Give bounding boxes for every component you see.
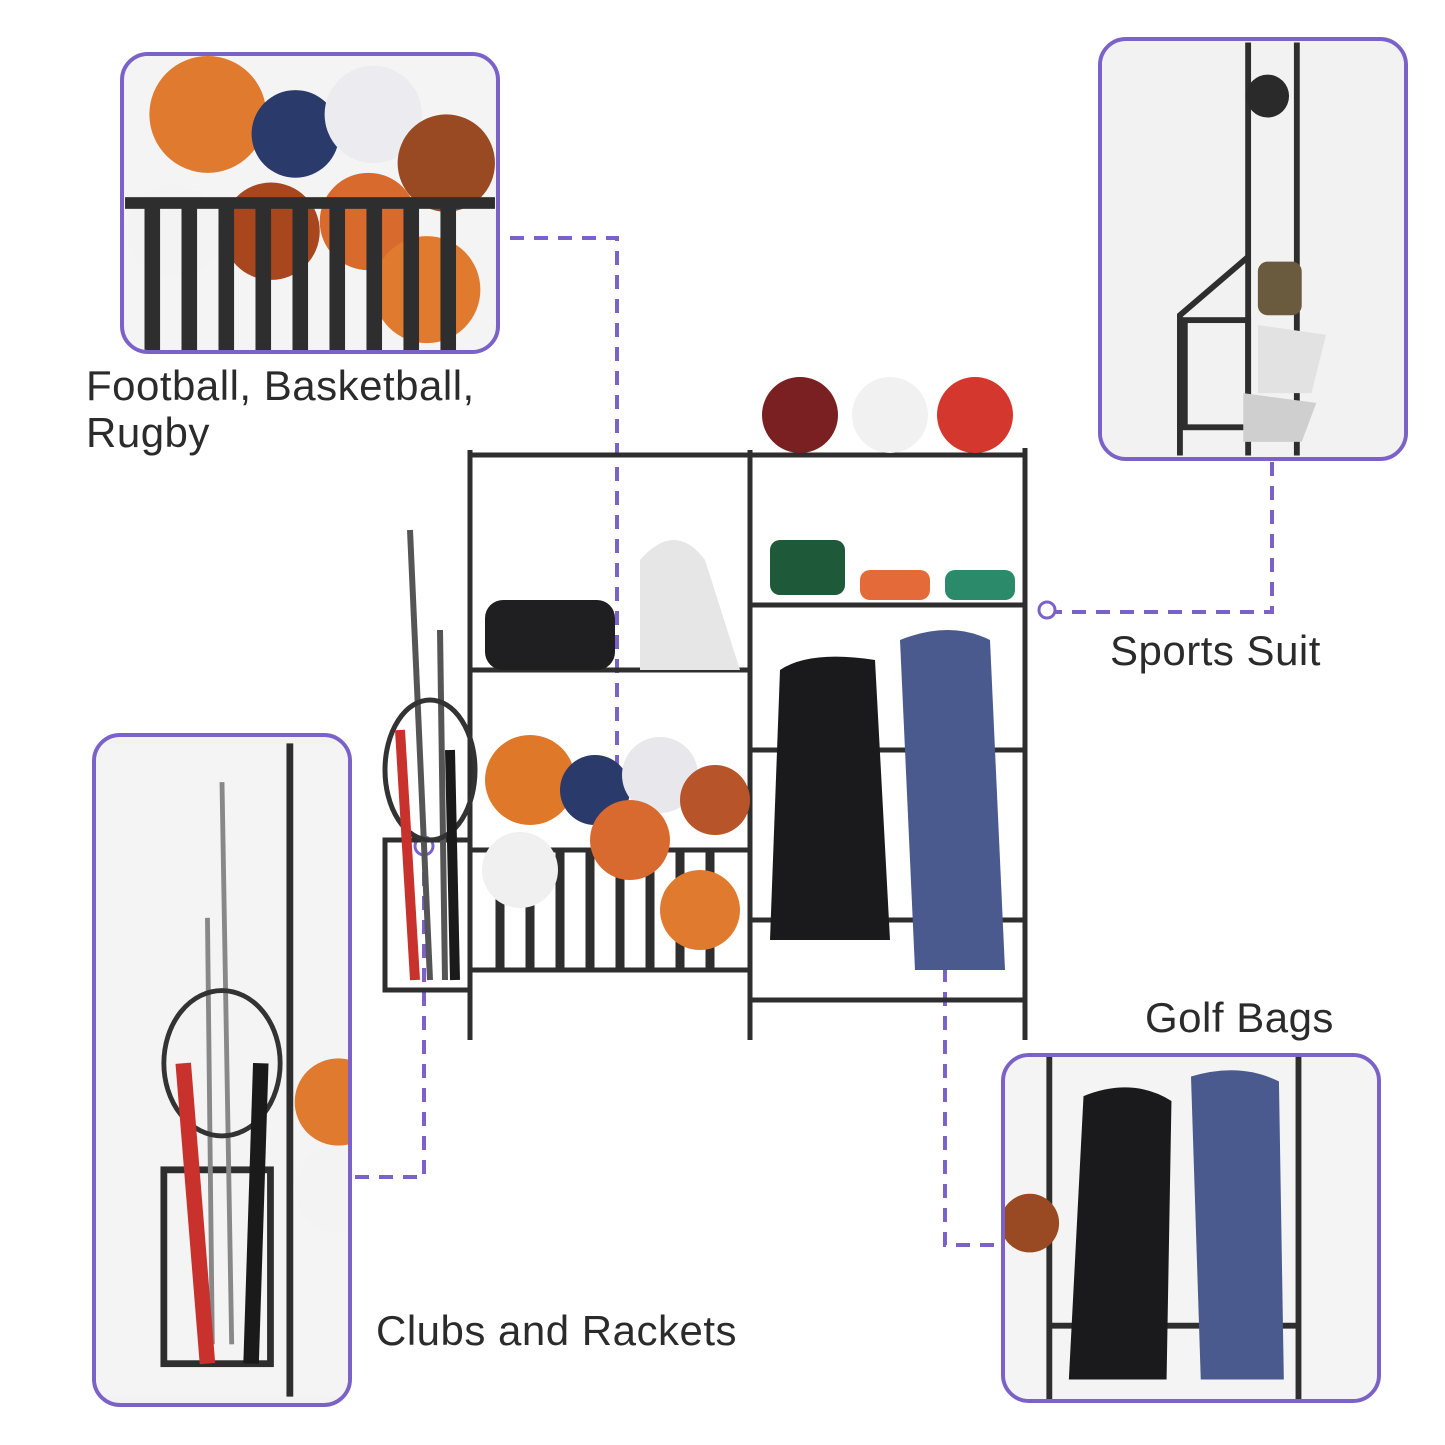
- label-golf-bags: Golf Bags: [1145, 994, 1334, 1041]
- label-balls: Football, Basketball, Rugby: [86, 362, 475, 456]
- sports-suit-icon: [1102, 42, 1404, 456]
- ball-icon: [125, 56, 495, 350]
- golf-club-icon: [96, 743, 348, 1397]
- callout-sports-suit-image: [1098, 37, 1408, 461]
- label-balls-line2: Rugby: [86, 409, 210, 457]
- storage-rack-icon: [382, 377, 1028, 1040]
- golf-bag-icon: [1005, 1057, 1377, 1399]
- callout-golf-bags-image: [1001, 1053, 1381, 1403]
- label-sports-suit: Sports Suit: [1110, 627, 1321, 674]
- callout-balls-image: [120, 52, 500, 354]
- label-clubs-rackets: Clubs and Rackets: [376, 1307, 738, 1354]
- label-balls-line1: Football, Basketball,: [86, 362, 475, 409]
- callout-clubs-image: [92, 733, 352, 1407]
